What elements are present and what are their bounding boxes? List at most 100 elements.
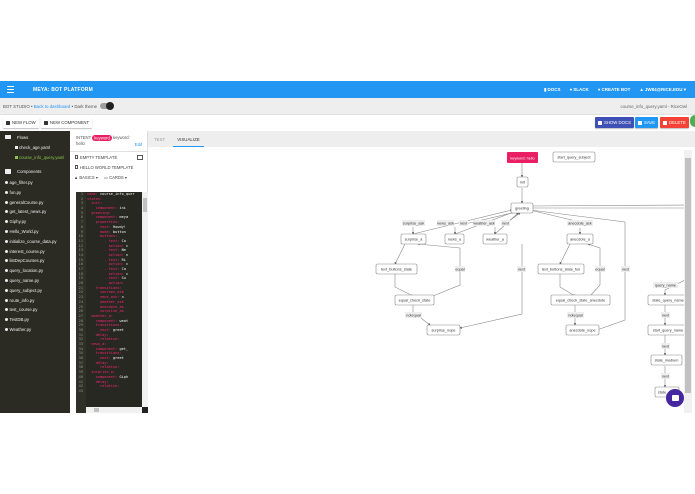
svg-text:state_medium: state_medium — [655, 359, 679, 363]
code-line: 5 greeting: — [80, 210, 111, 215]
code-line: 39 surprise_a: — [78, 370, 116, 375]
component-icon — [5, 259, 8, 263]
sidebar-component-item[interactable]: query_subject.py — [0, 285, 70, 295]
new-flow-button[interactable]: NEW FLOW — [3, 117, 39, 128]
component-icon — [5, 190, 8, 194]
code-vertical-scrollbar[interactable] — [142, 192, 148, 407]
slack-link[interactable]: ●SLACK — [569, 87, 589, 92]
svg-text:equal: equal — [595, 268, 604, 272]
svg-text:notequal: notequal — [568, 314, 583, 318]
dark-theme-toggle[interactable] — [100, 102, 115, 110]
code-line: 40 component: Giph — [78, 374, 129, 379]
new-component-button[interactable]: NEW COMPONENT — [41, 117, 93, 128]
top-nav-links: ▮DOCS ●SLACK ●CREATE BOT ▲JW84@RICE.EDU … — [544, 87, 686, 93]
sidebar-component-item[interactable]: TestDB.py — [0, 315, 70, 325]
svg-text:notequal: notequal — [406, 314, 421, 318]
code-line: 3 init: — [80, 201, 103, 206]
code-line: 11 - text: Co — [78, 238, 126, 243]
tab-test[interactable]: TEST — [154, 136, 166, 142]
sidebar-component-item[interactable]: age_filter.py — [0, 178, 70, 188]
code-horizontal-scrollbar[interactable] — [86, 407, 142, 413]
sidebar-component-item[interactable]: fun.py — [0, 187, 70, 197]
graph-scrollbar[interactable] — [684, 150, 692, 413]
code-line: 42 relative: — [78, 384, 120, 389]
sidebar-flow-item-active[interactable]: course_info_query.yaml — [0, 153, 70, 163]
code-line: 34 component: get_ — [78, 346, 129, 351]
code-line: 38 relative: — [78, 365, 120, 370]
cards-dropdown[interactable]: ▭ CARDS ▾ — [103, 174, 127, 180]
sidebar-component-item[interactable]: test_course.py — [0, 305, 70, 315]
view-tabs: TEST VISUALIZE — [148, 131, 695, 147]
file-icon — [75, 155, 78, 159]
sidebar-flow-item[interactable]: check_age.yaml — [0, 143, 70, 153]
file-sidebar: Flows check_age.yaml course_info_query.y… — [0, 131, 70, 413]
component-icon — [5, 220, 8, 224]
svg-text:start_query_subject: start_query_subject — [557, 156, 591, 160]
sidebar-component-item[interactable]: get_latest_news.py — [0, 207, 70, 217]
flows-section[interactable]: Flows — [0, 131, 70, 143]
component-icon — [5, 308, 8, 312]
chat-icon — [671, 395, 679, 401]
folder-icon — [5, 169, 11, 174]
component-icon — [5, 298, 8, 302]
add-icon — [6, 120, 10, 125]
sidebar-component-item[interactable]: route_info.py — [0, 295, 70, 305]
empty-template-button[interactable]: EMPTY TEMPLATE — [70, 152, 147, 162]
delete-button[interactable]: DELETE — [660, 117, 689, 128]
code-line: 20 action: — [78, 281, 124, 286]
sidebar-component-item[interactable]: Hello_World.py — [0, 227, 70, 237]
code-line: 37 delay: — [78, 360, 109, 365]
code-line: 21 transitions: — [78, 285, 122, 290]
basics-dropdown[interactable]: ▲ BASICS ▾ — [74, 174, 98, 180]
hello-world-template-button[interactable]: HELLO WORLD TEMPLATE — [70, 162, 147, 172]
svg-text:equal_check_state: equal_check_state — [399, 299, 431, 303]
sidebar-component-item[interactable]: Weather.py — [0, 325, 70, 335]
sidebar-component-item[interactable]: generalCourse.py — [0, 197, 70, 207]
feedback-tab[interactable] — [690, 115, 695, 127]
sidebar-component-item[interactable]: initialize_course_data.py — [0, 236, 70, 246]
edit-intent-link[interactable]: Edit — [134, 142, 142, 147]
components-section[interactable]: Components — [0, 166, 70, 178]
back-to-dashboard-link[interactable]: Back to dashboard — [33, 103, 71, 109]
top-app-bar: MEYA: BOT PLATFORM ▮DOCS ●SLACK ●CREATE … — [0, 81, 695, 98]
hamburger-menu-icon[interactable] — [7, 84, 19, 96]
show-docs-button[interactable]: SHOW DOCS — [595, 117, 634, 128]
component-icon — [5, 278, 8, 282]
code-line: 27 weather_a: — [78, 313, 113, 318]
create-bot-link[interactable]: ●CREATE BOT — [597, 87, 631, 92]
code-line: 35 transitions: — [78, 351, 122, 356]
save-button[interactable]: SAVE — [635, 117, 659, 128]
file-icon — [15, 146, 18, 150]
sidebar-component-item[interactable]: query_location.py — [0, 266, 70, 276]
svg-text:keyword: hello: keyword: hello — [510, 157, 534, 161]
file-icon — [75, 165, 78, 169]
component-icon — [5, 200, 8, 204]
component-icon — [5, 318, 8, 322]
sidebar-component-item[interactable]: Giphy.py — [0, 217, 70, 227]
code-line: 41 delay: — [78, 379, 109, 384]
svg-text:equal: equal — [455, 268, 464, 272]
svg-text:anecdote_a: anecdote_a — [570, 238, 591, 242]
sidebar-component-item[interactable]: query_name.py — [0, 276, 70, 286]
code-line: 7 properties: — [80, 220, 120, 225]
code-line: 9 mode: button — [80, 229, 126, 234]
sidebar-component-item[interactable]: listDepCourses.py — [0, 256, 70, 266]
component-icon — [5, 229, 8, 233]
docs-link[interactable]: ▮DOCS — [544, 86, 561, 93]
svg-text:text_buttons_state: text_buttons_state — [381, 268, 412, 272]
code-line: 4 component: ini — [80, 206, 126, 211]
component-icon — [5, 249, 8, 253]
chat-launcher-button[interactable] — [666, 389, 684, 407]
code-line: 18 action: c — [78, 271, 129, 276]
code-line: 14 action: n — [78, 252, 129, 257]
flow-graph-canvas[interactable]: keyword: hello start_query_subject init … — [148, 147, 695, 413]
file-title: course_info_query.yaml - RiceOwl — [620, 103, 687, 109]
sidebar-component-item[interactable]: interest_course.py — [0, 246, 70, 256]
svg-text:anecdote_nope: anecdote_nope — [569, 329, 595, 333]
fullscreen-icon[interactable] — [137, 154, 143, 160]
tab-visualize[interactable]: VISUALIZE — [171, 131, 205, 147]
user-menu[interactable]: ▲JW84@RICE.EDU ▾ — [639, 86, 686, 93]
